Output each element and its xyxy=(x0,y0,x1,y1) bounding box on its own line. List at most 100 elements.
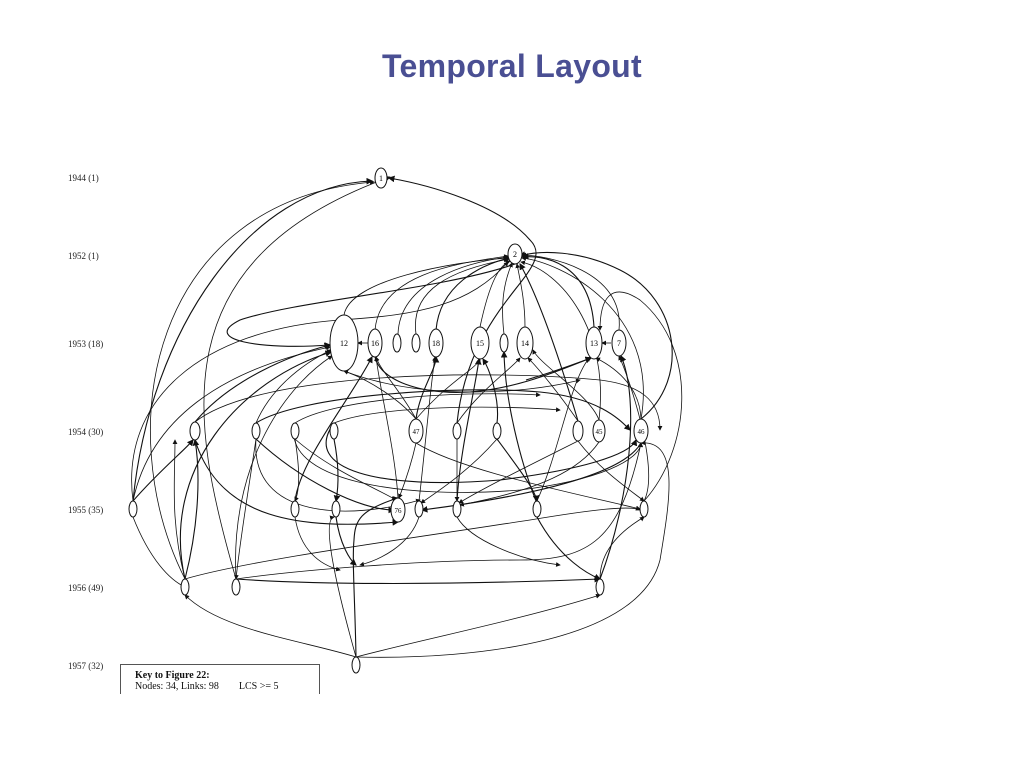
graph-edge xyxy=(235,575,602,585)
graph-edge xyxy=(226,263,516,349)
node-1954-a xyxy=(189,421,201,441)
graph-edge xyxy=(520,260,601,421)
graph-edge xyxy=(179,350,333,580)
graph-edges xyxy=(131,175,683,658)
graph-edge xyxy=(496,438,540,503)
graph-edge xyxy=(352,496,400,658)
row-label-1954: 1954 (30) xyxy=(68,427,103,437)
node-1955-d xyxy=(414,500,424,518)
key-stats: Nodes: 34, Links: 98 LCS >= 5 xyxy=(135,681,319,692)
temporal-graph: 1944 (1) 1952 (1) 1953 (18) 1954 (30) 19… xyxy=(60,155,700,695)
svg-text:47: 47 xyxy=(413,428,421,436)
node-47: 47 xyxy=(408,418,424,444)
row-label-1953: 1953 (18) xyxy=(68,339,103,349)
graph-edge xyxy=(132,345,331,502)
graph-edge xyxy=(355,440,670,658)
graph-edge xyxy=(418,356,437,502)
graph-edge xyxy=(255,438,396,514)
row-label-1957: 1957 (32) xyxy=(68,661,103,671)
graph-edge xyxy=(294,516,341,572)
svg-text:12: 12 xyxy=(340,339,348,348)
graph-edge xyxy=(343,255,509,316)
node-16: 16 xyxy=(367,328,383,358)
svg-text:15: 15 xyxy=(476,339,484,348)
graph-edge xyxy=(521,253,595,328)
graph-edge xyxy=(150,179,375,580)
graph-edge xyxy=(595,357,642,420)
row-label-1955: 1955 (35) xyxy=(68,505,103,515)
graph-edge xyxy=(294,438,300,502)
key-nodes-links: Nodes: 34, Links: 98 xyxy=(135,681,219,692)
graph-edge xyxy=(515,263,526,328)
graph-edge xyxy=(458,440,579,504)
graph-edge xyxy=(355,593,601,658)
graph-edge xyxy=(294,438,397,501)
graph-edge xyxy=(335,516,357,566)
node-1955-f xyxy=(532,500,542,518)
node-1953-a xyxy=(392,333,402,353)
node-1955-a xyxy=(128,500,138,518)
graph-edge xyxy=(184,594,357,658)
graph-edge xyxy=(235,442,643,580)
graph-edge xyxy=(184,506,641,580)
graph-edge xyxy=(359,516,420,567)
graph-edge xyxy=(194,343,332,423)
graph-edge xyxy=(519,263,579,422)
svg-text:46: 46 xyxy=(638,428,646,436)
graph-edge xyxy=(577,440,645,502)
node-1954-e xyxy=(452,422,462,440)
node-1953-b xyxy=(411,333,421,353)
graph-edge xyxy=(459,441,600,507)
node-1953-c xyxy=(499,333,509,353)
graph-edge xyxy=(255,389,631,431)
graph-edge xyxy=(415,257,510,335)
node-14: 14 xyxy=(516,326,534,360)
graph-edge xyxy=(398,442,417,499)
node-1957-a xyxy=(351,656,361,674)
node-76: 76 xyxy=(390,497,406,523)
svg-text:1: 1 xyxy=(379,174,383,183)
graph-edge xyxy=(333,406,561,424)
node-2: 2 xyxy=(507,243,523,265)
svg-text:76: 76 xyxy=(395,507,403,515)
graph-edge xyxy=(234,438,257,580)
svg-text:7: 7 xyxy=(617,339,621,348)
svg-text:13: 13 xyxy=(590,339,598,348)
graph-nodes: 1 2 12 16 18 15 xyxy=(128,167,649,674)
node-1954-f xyxy=(492,422,502,440)
graph-edge xyxy=(294,392,541,424)
graph-edge xyxy=(333,438,341,503)
graph-edge xyxy=(132,516,186,588)
node-1954-c xyxy=(290,422,300,440)
svg-text:2: 2 xyxy=(513,250,517,259)
graph-edge xyxy=(597,291,683,502)
graph-edge xyxy=(527,357,579,422)
figure-key: Key to Figure 22: Nodes: 34, Links: 98 L… xyxy=(120,664,320,694)
node-1955-e xyxy=(452,500,462,518)
node-46: 46 xyxy=(633,418,649,444)
graph-edge xyxy=(235,355,333,580)
graph-edge xyxy=(203,176,391,580)
graph-edge xyxy=(420,442,642,513)
svg-text:16: 16 xyxy=(371,339,379,348)
node-1956-c xyxy=(595,578,605,596)
graph-edge xyxy=(521,252,620,331)
graph-edge xyxy=(502,262,513,335)
graph-edge xyxy=(532,349,600,421)
graph-edge xyxy=(482,358,499,424)
node-45: 45 xyxy=(592,419,606,443)
graph-edge xyxy=(184,438,200,580)
node-12: 12 xyxy=(329,314,359,372)
node-1956-a xyxy=(180,578,190,596)
graph-edge xyxy=(374,356,399,499)
graph-edge xyxy=(456,357,482,502)
graph-edge xyxy=(374,356,593,393)
node-1955-b xyxy=(290,500,300,518)
graph-edge xyxy=(194,374,663,431)
node-1956-b xyxy=(231,578,241,596)
graph-edge xyxy=(500,350,537,502)
temporal-graph-canvas: 1944 (1) 1952 (1) 1953 (18) 1954 (30) 19… xyxy=(68,167,683,674)
graph-edge xyxy=(328,515,357,658)
node-7: 7 xyxy=(611,329,627,357)
node-1954-b xyxy=(251,422,261,440)
